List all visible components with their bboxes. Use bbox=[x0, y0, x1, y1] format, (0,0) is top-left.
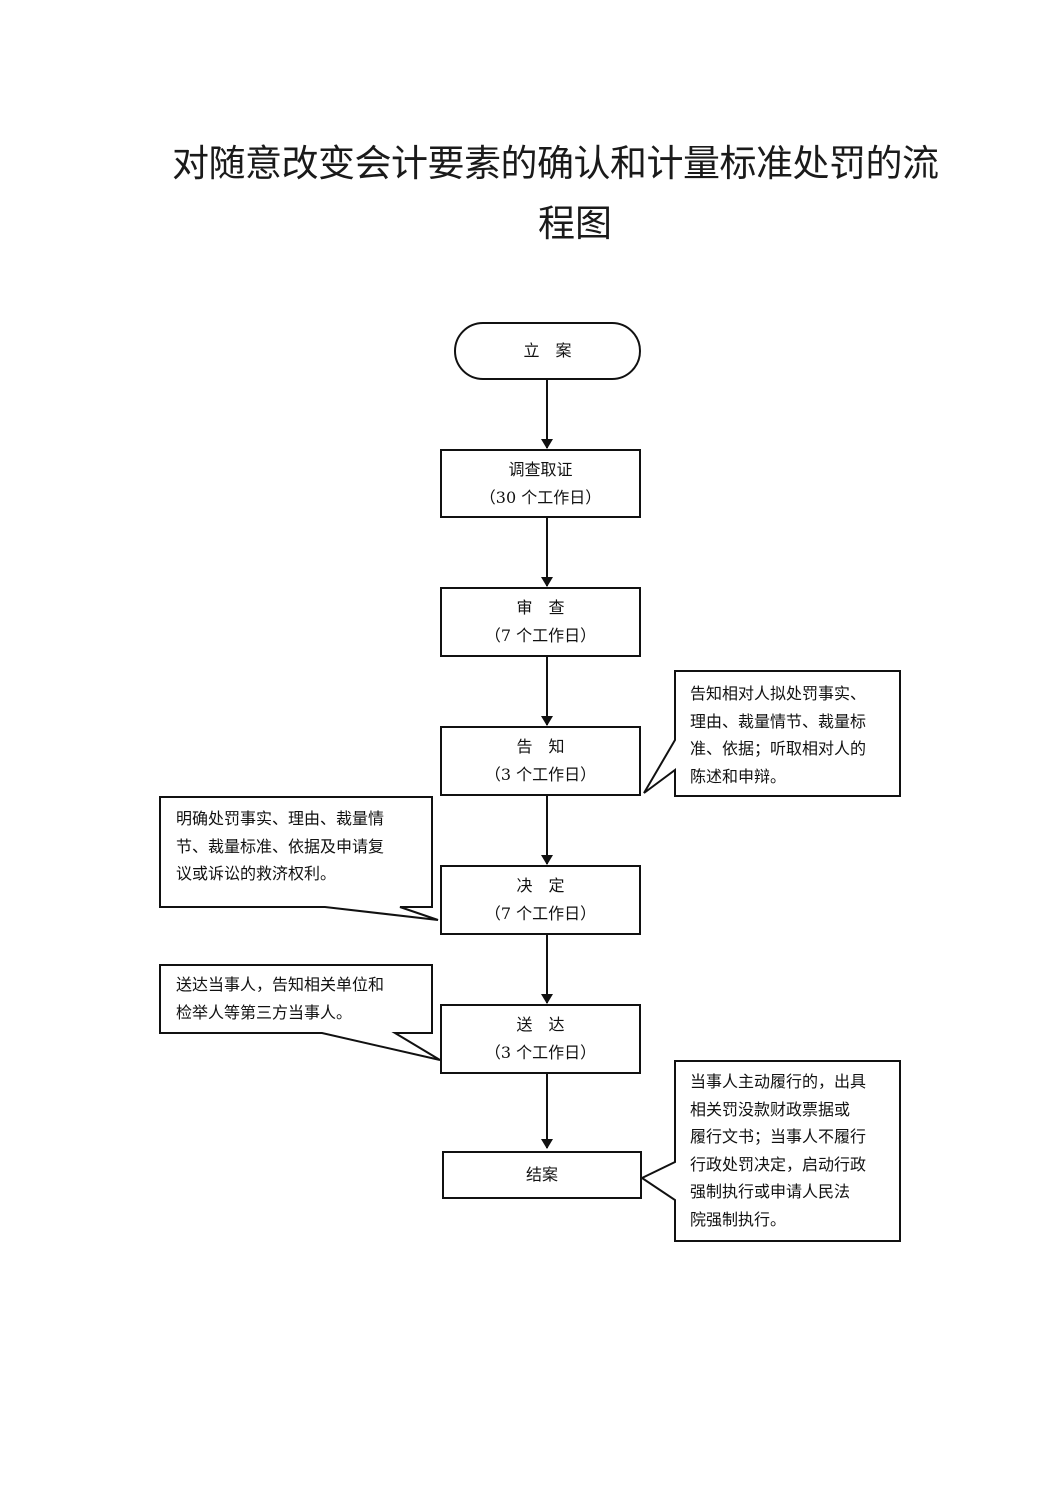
page-title: 对随意改变会计要素的确认和计量标准处罚的流 bbox=[172, 142, 939, 185]
note-line: 履行文书；当事人不履行 bbox=[690, 1127, 867, 1146]
notify-label: 告 知 bbox=[516, 737, 565, 756]
close-step: 结案 bbox=[443, 1152, 641, 1198]
note-line: 检举人等第三方当事人。 bbox=[176, 1002, 353, 1022]
review-step: 审 查 （7 个工作日） bbox=[441, 588, 640, 656]
decide-duration: （7 个工作日） bbox=[484, 904, 597, 923]
deliver-step: 送 达 （3 个工作日） bbox=[441, 1005, 640, 1073]
notify-duration: （3 个工作日） bbox=[484, 765, 597, 784]
note-line: 送达当事人，告知相关单位和 bbox=[176, 975, 385, 994]
notify-note-callout-shape bbox=[643, 670, 901, 797]
note-line: 院强制执行。 bbox=[690, 1209, 787, 1229]
review-label: 审 查 bbox=[516, 598, 565, 617]
start-terminal-shape bbox=[454, 322, 641, 380]
investigate-label: 调查取证 bbox=[508, 459, 573, 479]
review-box-shape bbox=[440, 587, 641, 657]
decide-label: 决 定 bbox=[516, 876, 565, 895]
investigate-duration: （30 个工作日） bbox=[479, 487, 602, 507]
note-line: 相关罚没款财政票据或 bbox=[690, 1099, 851, 1119]
note-line: 理由、裁量情节、裁量标 bbox=[690, 711, 867, 731]
notify-box-shape bbox=[440, 726, 641, 796]
start-terminal: 立 案 bbox=[455, 323, 640, 379]
note-line: 议或诉讼的救济权利。 bbox=[176, 864, 337, 883]
note-line: 强制执行或申请人民法 bbox=[690, 1182, 851, 1201]
note-line: 陈述和申辩。 bbox=[690, 766, 787, 786]
notify-step: 告 知 （3 个工作日） bbox=[441, 727, 640, 795]
decide-note: 明确处罚事实、理由、裁量情 节、裁量标准、依据及申请复 议或诉讼的救济权利。 bbox=[176, 805, 384, 888]
close-note-callout-shape bbox=[639, 1060, 901, 1242]
close-note: 当事人主动履行的，出具 相关罚没款财政票据或 履行文书；当事人不履行 行政处罚决… bbox=[690, 1068, 866, 1233]
decide-box-shape bbox=[440, 865, 641, 935]
review-duration: （7 个工作日） bbox=[484, 626, 597, 645]
deliver-box-shape bbox=[440, 1004, 641, 1074]
note-line: 明确处罚事实、理由、裁量情 bbox=[176, 809, 385, 828]
close-label: 结案 bbox=[525, 1165, 558, 1184]
start-label: 立 案 bbox=[523, 341, 572, 360]
decide-note-callout-shape bbox=[159, 796, 439, 921]
note-line: 节、裁量标准、依据及申请复 bbox=[176, 836, 385, 856]
note-line: 准、依据；听取相对人的 bbox=[690, 739, 867, 758]
investigate-step: 调查取证 （30 个工作日） bbox=[441, 450, 640, 517]
note-line: 告知相对人拟处罚事实、 bbox=[690, 684, 867, 703]
deliver-note-callout-shape bbox=[159, 964, 441, 1061]
deliver-duration: （3 个工作日） bbox=[484, 1043, 597, 1062]
note-line: 当事人主动履行的，出具 bbox=[690, 1072, 867, 1091]
decide-step: 决 定 （7 个工作日） bbox=[441, 866, 640, 934]
investigate-box-shape bbox=[440, 449, 641, 518]
deliver-label: 送 达 bbox=[516, 1015, 565, 1034]
page-title-continued: 程图 bbox=[538, 202, 612, 245]
close-box-shape bbox=[442, 1151, 642, 1199]
notify-note: 告知相对人拟处罚事实、 理由、裁量情节、裁量标 准、依据；听取相对人的 陈述和申… bbox=[690, 680, 866, 790]
deliver-note: 送达当事人，告知相关单位和 检举人等第三方当事人。 bbox=[176, 971, 384, 1026]
note-line: 行政处罚决定，启动行政 bbox=[690, 1154, 867, 1174]
